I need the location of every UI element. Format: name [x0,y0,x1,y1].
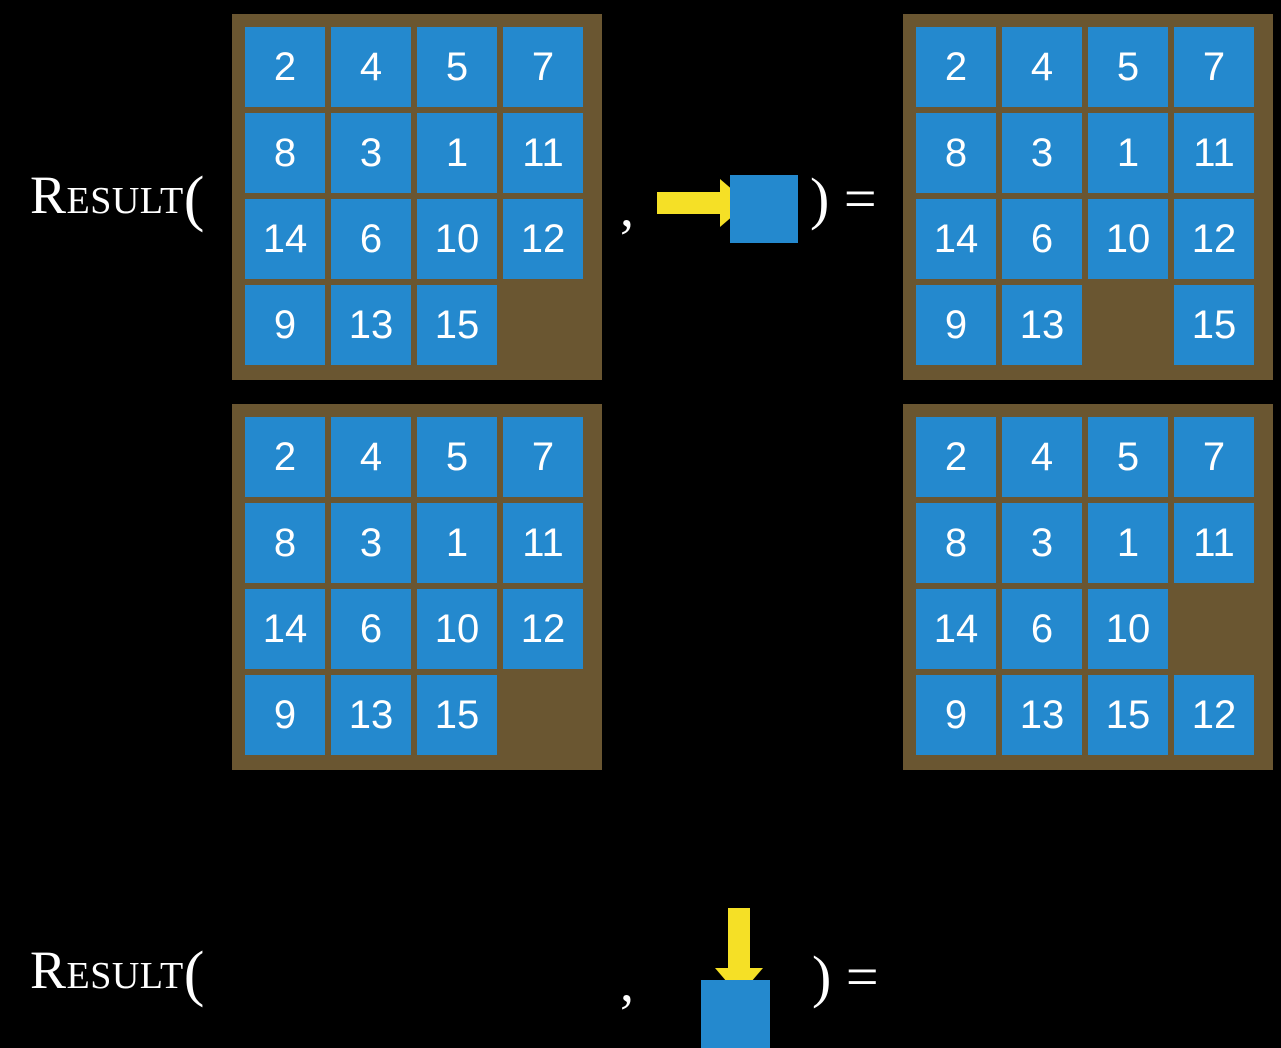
close-paren-row-1: ) [810,166,830,231]
tile[interactable]: 11 [503,113,583,193]
tile[interactable]: 9 [245,675,325,755]
tile[interactable]: 11 [503,503,583,583]
operator-group-row-1: , ) = [600,0,903,390]
tile[interactable]: 13 [331,285,411,365]
close-paren-row-2: ) [812,944,832,1009]
tile[interactable]: 15 [417,675,497,755]
result-label-row-1: Result( [30,168,205,230]
tile[interactable]: 14 [916,199,996,279]
output-board-row-2: 2 4 5 7 8 3 1 11 14 6 10 9 13 15 12 [903,404,1273,770]
comma-row-1: , [620,177,634,239]
tile[interactable]: 7 [503,27,583,107]
operator-group-row-2: , ) = [600,390,903,1048]
tile[interactable]: 15 [417,285,497,365]
tile[interactable]: 2 [245,27,325,107]
tile[interactable]: 3 [331,113,411,193]
moving-tile-chip-row-1[interactable] [730,175,798,243]
output-board-row-1: 2 4 5 7 8 3 1 11 14 6 10 12 9 13 15 [903,14,1273,380]
tile[interactable]: 7 [503,417,583,497]
tile[interactable]: 5 [1088,417,1168,497]
close-paren-equals-row-2: ) = [812,948,879,1006]
arrow-down-icon [728,908,750,972]
equation-row-2: Result( 2 4 5 7 8 3 1 11 14 6 10 12 9 13… [0,390,1281,1048]
tile[interactable]: 14 [245,589,325,669]
tile[interactable]: 12 [503,199,583,279]
tile[interactable]: 6 [331,199,411,279]
arrow-right-icon [657,192,723,214]
tile[interactable]: 8 [245,113,325,193]
tile[interactable]: 9 [245,285,325,365]
equals-row-2: = [845,944,879,1009]
empty-slot[interactable] [503,675,583,755]
tile[interactable]: 13 [331,675,411,755]
tile[interactable]: 4 [1002,417,1082,497]
tile[interactable]: 1 [417,503,497,583]
tile[interactable]: 1 [417,113,497,193]
tile[interactable]: 6 [331,589,411,669]
tile[interactable]: 8 [916,503,996,583]
input-board-row-1: 2 4 5 7 8 3 1 11 14 6 10 12 9 13 15 [232,14,602,380]
tile[interactable]: 10 [417,199,497,279]
tile[interactable]: 6 [1002,199,1082,279]
tile[interactable]: 5 [1088,27,1168,107]
tile[interactable]: 1 [1088,503,1168,583]
tile[interactable]: 12 [1174,199,1254,279]
tile[interactable]: 4 [331,27,411,107]
tile[interactable]: 2 [916,417,996,497]
tile[interactable]: 7 [1174,27,1254,107]
tile[interactable]: 15 [1174,285,1254,365]
tile[interactable]: 3 [331,503,411,583]
empty-slot[interactable] [1088,285,1168,365]
tile[interactable]: 3 [1002,113,1082,193]
tile[interactable]: 5 [417,417,497,497]
tile[interactable]: 5 [417,27,497,107]
tile[interactable]: 1 [1088,113,1168,193]
moving-tile-chip-row-2[interactable] [701,980,770,1048]
empty-slot[interactable] [503,285,583,365]
tile[interactable]: 7 [1174,417,1254,497]
tile[interactable]: 4 [331,417,411,497]
tile[interactable]: 2 [916,27,996,107]
result-word-row-1: Result [30,165,184,225]
tile[interactable]: 14 [916,589,996,669]
tile[interactable]: 9 [916,285,996,365]
tile[interactable]: 13 [1002,675,1082,755]
tile[interactable]: 2 [245,417,325,497]
tile[interactable]: 10 [1088,199,1168,279]
result-word-row-2: Result [30,940,184,1000]
tile[interactable]: 4 [1002,27,1082,107]
tile[interactable]: 8 [245,503,325,583]
result-label-row-2: Result( [30,943,205,1005]
comma-row-2: , [620,952,634,1014]
open-paren-row-2: ( [183,940,205,1008]
input-board-row-2: 2 4 5 7 8 3 1 11 14 6 10 12 9 13 15 [232,404,602,770]
tile[interactable]: 10 [417,589,497,669]
tile[interactable]: 9 [916,675,996,755]
tile[interactable]: 13 [1002,285,1082,365]
open-paren-row-1: ( [183,165,205,233]
equation-row-1: Result( 2 4 5 7 8 3 1 11 14 6 10 12 9 13… [0,0,1281,390]
equals-row-1: = [843,166,877,231]
tile[interactable]: 11 [1174,113,1254,193]
tile[interactable]: 12 [503,589,583,669]
tile[interactable]: 12 [1174,675,1254,755]
close-paren-equals-row-1: ) = [810,170,877,228]
tile[interactable]: 15 [1088,675,1168,755]
tile[interactable]: 11 [1174,503,1254,583]
tile[interactable]: 8 [916,113,996,193]
tile[interactable]: 3 [1002,503,1082,583]
tile[interactable]: 14 [245,199,325,279]
tile[interactable]: 10 [1088,589,1168,669]
tile[interactable]: 6 [1002,589,1082,669]
empty-slot[interactable] [1174,589,1254,669]
